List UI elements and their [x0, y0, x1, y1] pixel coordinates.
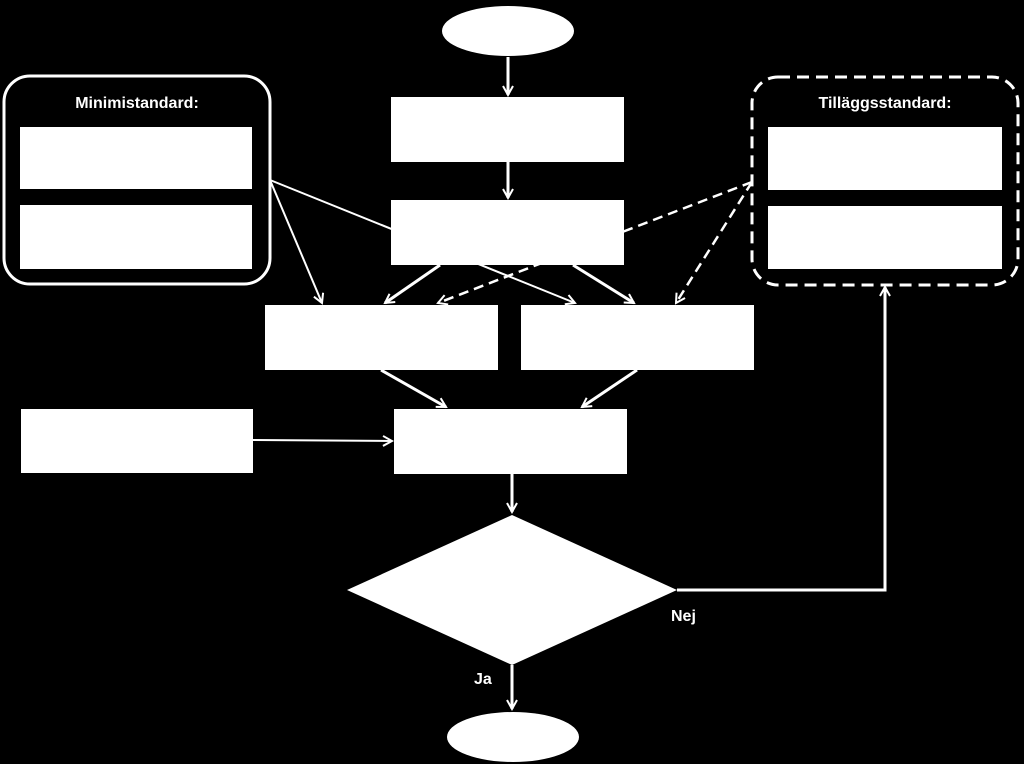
arrow-left-to-merge — [380, 368, 446, 409]
additional-connectors — [438, 180, 754, 303]
connector-input-to-merge — [252, 440, 392, 441]
decision-yes-label: Ja — [474, 671, 492, 688]
group-additional-item-2 — [768, 206, 1002, 269]
arrow-right-to-merge — [582, 368, 638, 409]
end-terminal — [447, 712, 579, 762]
group-minimum-title: Minimistandard: — [75, 95, 199, 112]
group-additional-item-1 — [768, 127, 1002, 190]
group-additional-title: Tilläggsstandard: — [818, 95, 951, 112]
process-box-merge — [394, 409, 627, 474]
process-box-1 — [391, 97, 624, 162]
group-additional-standard: Tilläggsstandard: — [750, 75, 1020, 287]
group-minimum-standard: Minimistandard: — [2, 74, 272, 286]
group-minimum-item-1 — [20, 127, 252, 189]
start-terminal — [442, 6, 574, 56]
group-minimum-item-2 — [20, 205, 252, 269]
connector-minimum-to-right — [269, 179, 575, 303]
process-box-right — [521, 305, 754, 370]
arrow-decision-no-loop — [677, 287, 885, 592]
minimum-connectors — [252, 179, 575, 441]
process-box-left — [265, 305, 498, 370]
decision-no-label: Nej — [671, 608, 696, 625]
connector-additional-to-left — [438, 180, 753, 303]
arrow-box2-to-left — [385, 263, 441, 305]
connector-additional-to-right — [676, 181, 754, 303]
process-box-2 — [391, 200, 624, 265]
arrow-box2-to-right — [572, 263, 634, 305]
flow-arrows — [380, 57, 885, 709]
input-box — [21, 409, 253, 473]
connector-minimum-to-left — [269, 179, 322, 303]
decision-diamond — [347, 515, 677, 665]
